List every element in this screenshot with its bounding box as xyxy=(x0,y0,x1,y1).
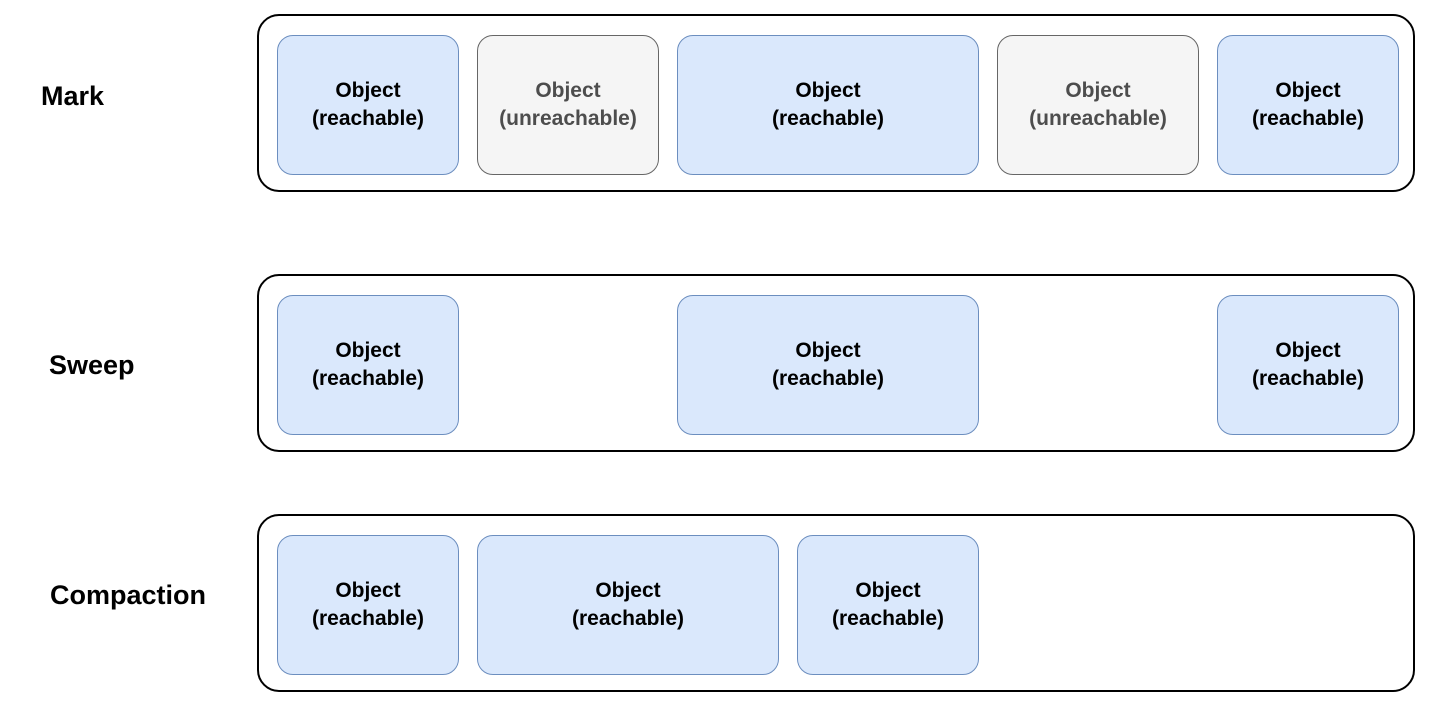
object-status: (reachable) xyxy=(311,107,425,130)
object-title: Object xyxy=(335,79,401,102)
heap-lane-sweep: Object (reachable) Object (reachable) Ob… xyxy=(257,274,1415,452)
object-status: (unreachable) xyxy=(1029,107,1167,130)
stage-label-compaction: Compaction xyxy=(50,580,207,610)
object-status: (reachable) xyxy=(311,607,425,630)
object-status: (reachable) xyxy=(571,607,685,630)
object-status: (reachable) xyxy=(311,367,425,390)
object-title: Object xyxy=(1275,339,1341,362)
heap-lane-mark: Object (reachable) Object (unreachable) … xyxy=(257,14,1415,192)
object-title: Object xyxy=(795,339,861,362)
object-title: Object xyxy=(595,579,661,602)
object-status: (unreachable) xyxy=(499,107,637,130)
heap-object: Object (reachable) xyxy=(1217,35,1399,175)
heap-lane-compaction: Object (reachable) Object (reachable) Ob… xyxy=(257,514,1415,692)
heap-object: Object (reachable) xyxy=(797,535,979,675)
object-status: (reachable) xyxy=(1251,107,1365,130)
object-title: Object xyxy=(1065,79,1131,102)
object-title: Object xyxy=(535,79,601,102)
object-status: (reachable) xyxy=(771,367,885,390)
heap-object: Object (reachable) xyxy=(277,35,459,175)
stage-label-sweep: Sweep xyxy=(49,350,135,380)
object-status: (reachable) xyxy=(1251,367,1365,390)
heap-object: Object (unreachable) xyxy=(477,35,659,175)
object-title: Object xyxy=(795,79,861,102)
object-status: (reachable) xyxy=(831,607,945,630)
object-title: Object xyxy=(855,579,921,602)
heap-object: Object (reachable) xyxy=(477,535,779,675)
heap-object: Object (reachable) xyxy=(677,35,979,175)
heap-object: Object (unreachable) xyxy=(997,35,1199,175)
object-title: Object xyxy=(335,339,401,362)
heap-object: Object (reachable) xyxy=(677,295,979,435)
heap-object: Object (reachable) xyxy=(277,535,459,675)
object-status: (reachable) xyxy=(771,107,885,130)
heap-object: Object (reachable) xyxy=(1217,295,1399,435)
object-title: Object xyxy=(1275,79,1341,102)
stage-label-mark: Mark xyxy=(41,81,105,111)
object-title: Object xyxy=(335,579,401,602)
heap-object: Object (reachable) xyxy=(277,295,459,435)
